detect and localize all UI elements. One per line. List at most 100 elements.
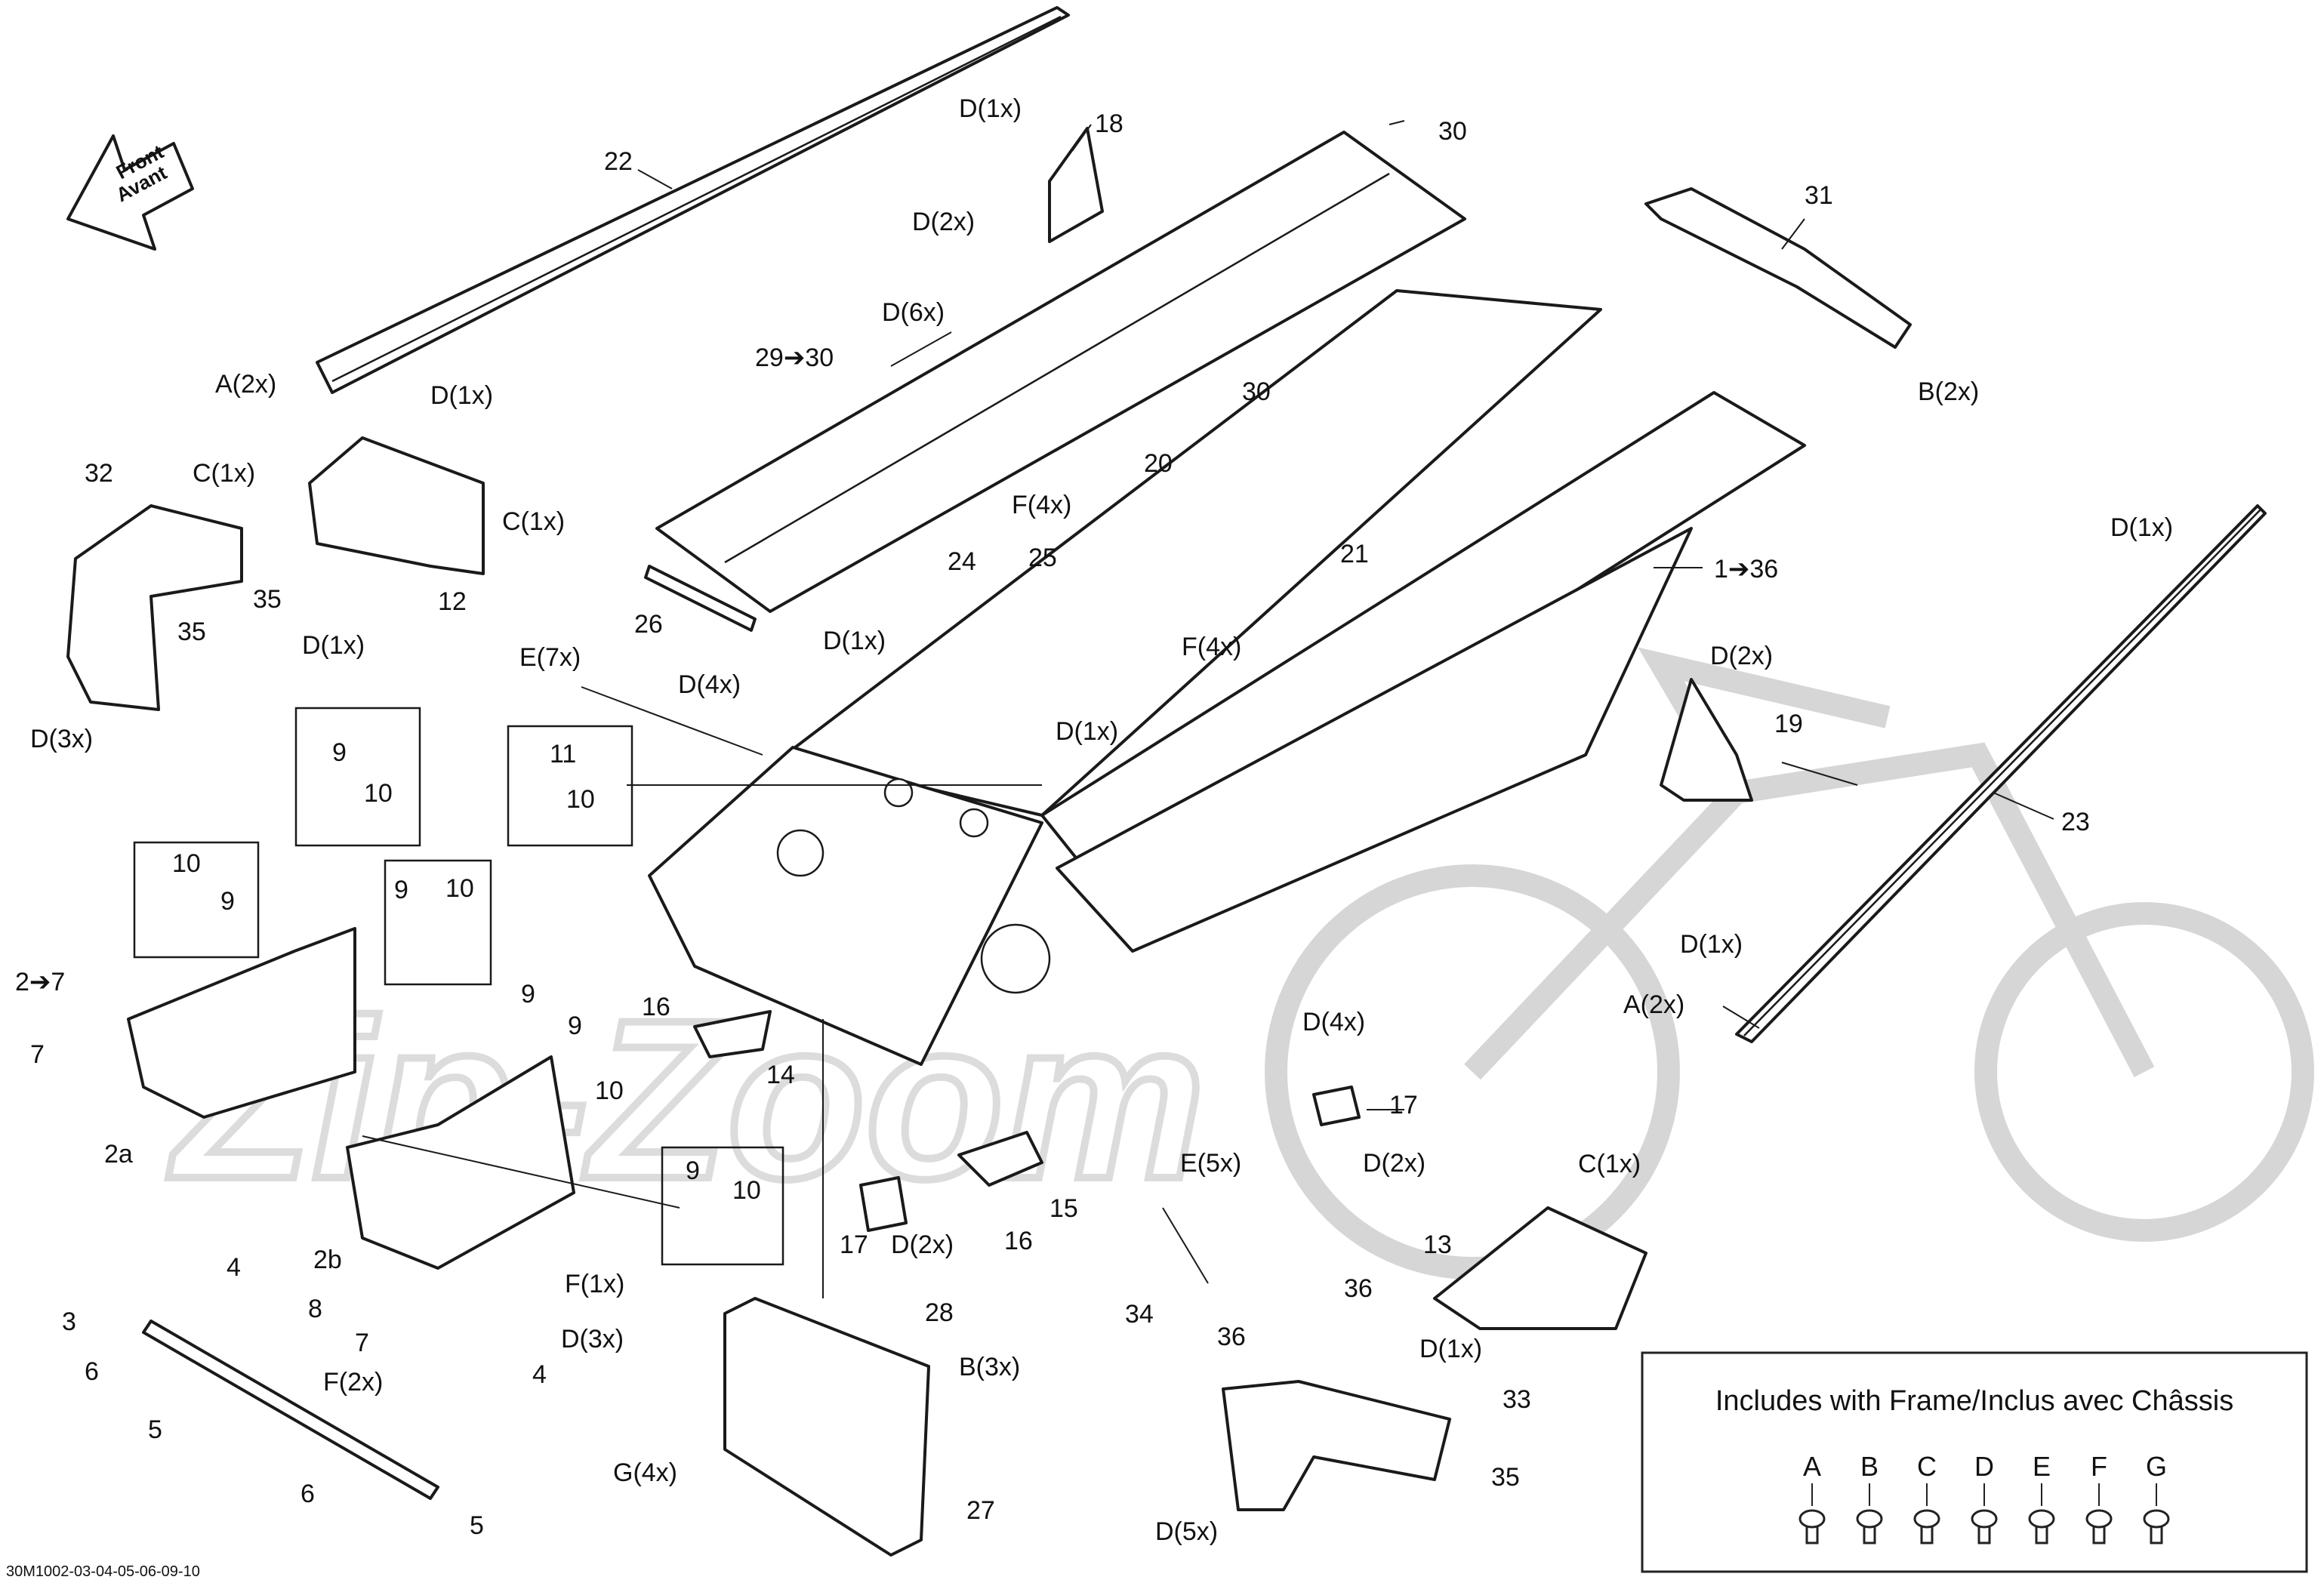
legend-item-f: F [2085, 1451, 2113, 1544]
callout-d2x-18: D(2x) [912, 208, 975, 236]
rivet-icon [2085, 1509, 2113, 1544]
callout-f4x-20: F(4x) [1012, 491, 1071, 519]
callout-g4x: G(4x) [613, 1458, 677, 1487]
legend-letter-g: G [2146, 1451, 2167, 1482]
legend-item-a: A [1798, 1451, 1826, 1544]
callout-2b: 2b [313, 1246, 342, 1274]
callout-a2x-right: A(2x) [1623, 990, 1684, 1019]
callout-9-g: 9 [686, 1156, 700, 1185]
callout-4-a: 4 [227, 1253, 241, 1282]
callout-28: 28 [925, 1298, 954, 1327]
callout-d1x-13: D(1x) [1419, 1335, 1482, 1363]
callout-d3x-low: D(3x) [561, 1325, 624, 1353]
callout-d2x-17-left: D(2x) [891, 1230, 954, 1259]
callout-32: 32 [85, 459, 113, 488]
callout-34: 34 [1125, 1300, 1154, 1329]
rivet-icon [1913, 1509, 1940, 1544]
hardware-box-10-9 [133, 841, 260, 959]
callout-d3x-32: D(3x) [30, 725, 93, 753]
callout-10-b: 10 [566, 785, 595, 814]
callout-9-e: 9 [521, 980, 535, 1009]
legend-item-c: C [1913, 1451, 1940, 1544]
callout-10-c: 10 [172, 849, 201, 878]
legend-letter-b: B [1860, 1451, 1879, 1482]
callout-35-32: 35 [177, 617, 206, 646]
callout-26: 26 [634, 610, 663, 639]
legend-title: Includes with Frame/Inclus avec Châssis [1715, 1385, 2233, 1417]
callout-f4x-21: F(4x) [1182, 633, 1241, 661]
legend-letter-e: E [2033, 1451, 2051, 1482]
callout-35-left: 35 [253, 585, 282, 614]
part-12-bracket [308, 436, 485, 575]
callout-d1x-24: D(1x) [823, 627, 886, 655]
callout-3: 3 [62, 1307, 76, 1336]
callout-17-right: 17 [1389, 1091, 1418, 1119]
legend-item-e: E [2028, 1451, 2055, 1544]
callout-19: 19 [1774, 710, 1803, 738]
callout-22: 22 [604, 147, 633, 176]
callout-9-c: 9 [220, 887, 235, 916]
callout-1-36: 1➔36 [1714, 555, 1778, 584]
callout-11: 11 [550, 740, 576, 768]
callout-10-a: 10 [364, 779, 393, 808]
callout-21: 21 [1340, 540, 1369, 568]
part-18-bracket [1048, 127, 1104, 243]
legend-letter-c: C [1917, 1451, 1937, 1482]
callout-d1x-23: D(1x) [1680, 930, 1743, 959]
callout-f1x: F(1x) [565, 1270, 624, 1298]
part-32-left-support [66, 504, 243, 711]
callout-e5x: E(5x) [1180, 1149, 1241, 1178]
callout-36-a: 36 [1344, 1274, 1373, 1303]
callout-e7x: E(7x) [519, 643, 581, 672]
callout-35-right: 35 [1491, 1463, 1520, 1492]
legend-letter-d: D [1974, 1451, 1994, 1482]
callout-9-d: 9 [394, 876, 408, 904]
part-15-footrest [957, 1131, 1043, 1187]
callout-9-f: 9 [568, 1012, 582, 1040]
callout-d1x-12: D(1x) [302, 631, 365, 660]
part-23-running-board-rail [1735, 504, 2267, 1043]
part-2b-bulkhead [346, 1055, 575, 1270]
callout-17-left: 17 [840, 1230, 868, 1259]
callout-18: 18 [1095, 109, 1123, 138]
callout-24: 24 [948, 547, 976, 576]
rivet-icon [1856, 1509, 1883, 1544]
callout-16-a: 16 [642, 993, 670, 1021]
callout-10-e: 10 [595, 1076, 624, 1105]
part-26-strip [644, 565, 757, 632]
rivet-icon [1798, 1509, 1826, 1544]
callout-10-d: 10 [445, 874, 474, 903]
callout-9-a: 9 [332, 738, 347, 767]
legend-box: Includes with Frame/Inclus avec Châssis … [1641, 1351, 2308, 1573]
rivet-icon [2028, 1509, 2055, 1544]
callout-4-b: 4 [532, 1360, 547, 1389]
callout-30-mid: 30 [1242, 377, 1271, 406]
callout-36-b: 36 [1217, 1323, 1246, 1351]
callout-d2x-17-right: D(2x) [1363, 1149, 1426, 1178]
callout-b2x: B(2x) [1918, 377, 1979, 406]
callout-12: 12 [438, 587, 467, 616]
part-22-running-board-rail [316, 6, 1070, 394]
callout-c1x-13: C(1x) [1578, 1150, 1641, 1178]
part-17-plate-right [1312, 1086, 1361, 1126]
callout-b3x: B(3x) [959, 1353, 1020, 1381]
callout-8: 8 [308, 1295, 322, 1323]
callout-15: 15 [1049, 1194, 1078, 1223]
callout-10-g: 10 [732, 1176, 761, 1205]
callout-5-a: 5 [148, 1415, 162, 1444]
part-27-cooler [723, 1297, 930, 1557]
callout-31: 31 [1805, 181, 1833, 210]
legend-item-d: D [1971, 1451, 1998, 1544]
callout-d6x: D(6x) [882, 298, 945, 327]
part-1-main-frame-tunnel [648, 289, 1806, 1066]
legend-item-g: G [2143, 1451, 2170, 1544]
callout-d5x: D(5x) [1155, 1517, 1218, 1546]
callout-33: 33 [1503, 1385, 1531, 1414]
callout-d4x-top: D(4x) [678, 670, 741, 699]
callout-d1x-top: D(1x) [959, 94, 1022, 123]
rivet-icon [1971, 1509, 1998, 1544]
callout-23: 23 [2061, 808, 2090, 836]
callout-13: 13 [1423, 1230, 1452, 1259]
callout-d1x-mid: D(1x) [1056, 717, 1118, 746]
callout-c1x-12: C(1x) [502, 507, 565, 536]
